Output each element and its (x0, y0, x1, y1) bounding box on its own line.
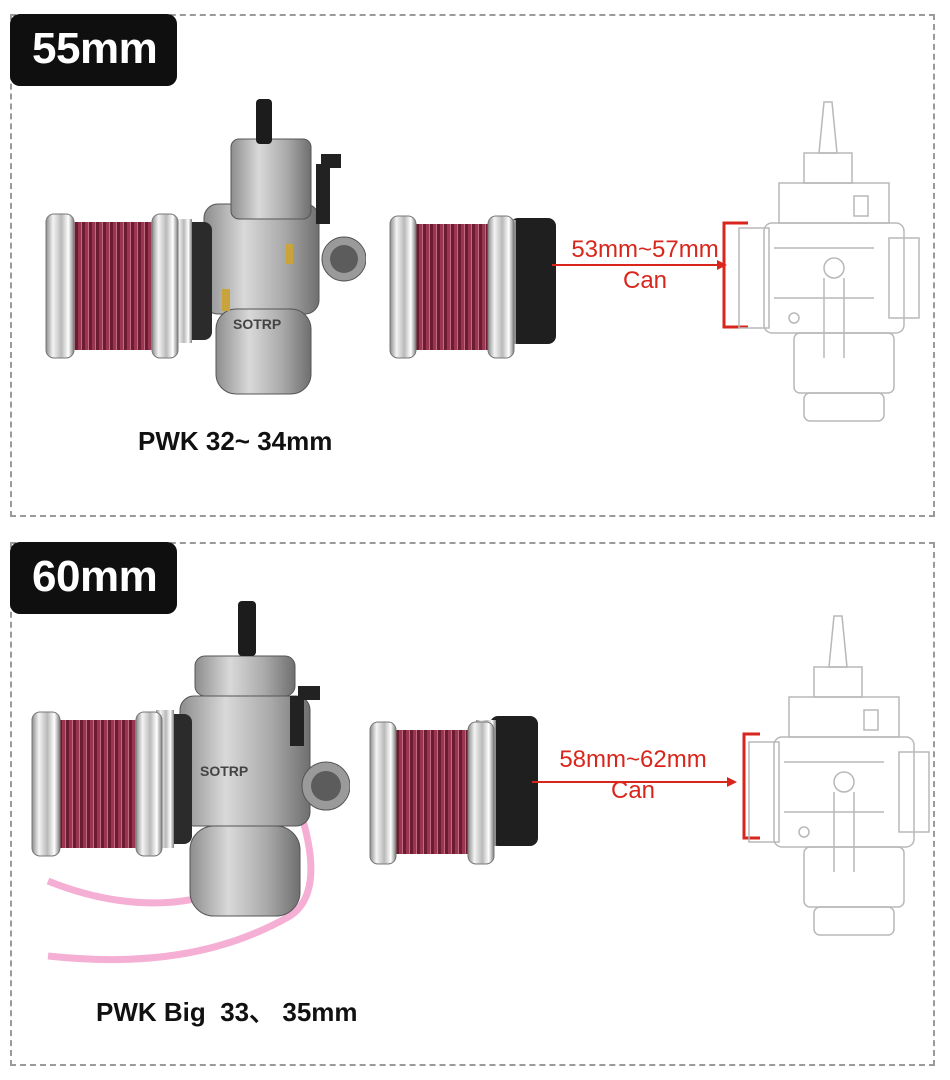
fit-range: 58mm~62mm (559, 746, 707, 773)
size-badge: 60mm (10, 542, 178, 614)
model-label: PWK Big 33、 35mm (96, 997, 358, 1027)
filter-with-carburetor-image: SOTRP (31, 601, 350, 964)
filter-panel-60mm: 60mm SOTRP 58mm~62mm Can (10, 542, 935, 1066)
carburetor-sketch-image (748, 615, 930, 936)
brand-mark: SOTRP (200, 763, 248, 779)
arrow-icon (552, 221, 748, 329)
brand-mark: SOTRP (233, 316, 281, 332)
model-label: PWK 32~ 34mm (138, 426, 333, 456)
filter-image (369, 716, 538, 865)
size-badge: 55mm (10, 14, 178, 86)
fit-note: Can (622, 267, 668, 295)
filter-with-carburetor-image: SOTRP (45, 99, 366, 395)
carburetor-sketch-image (738, 101, 920, 422)
filter-panel-55mm: 55mm SOTRP 53mm~57mm Can (10, 14, 935, 517)
filter-image (389, 215, 556, 359)
arrow-icon (532, 732, 760, 840)
fit-range-text: 53mm~57mm Can (550, 234, 740, 296)
fit-range: 53mm~57mm (571, 236, 719, 263)
